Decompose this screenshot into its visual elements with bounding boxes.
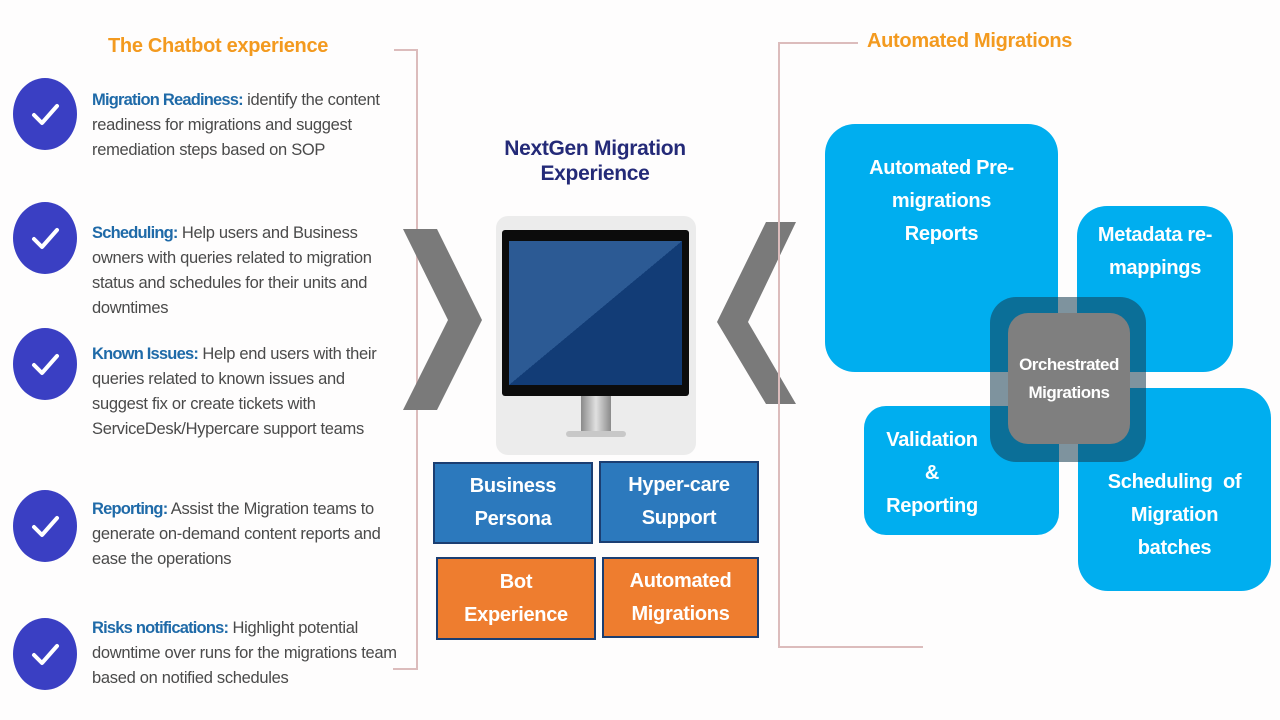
- feature-item-description: Assist the Migration teams to generate o…: [92, 500, 381, 568]
- feature-item-heading: Known Issues:: [92, 345, 199, 363]
- check-circle-icon: [13, 490, 77, 562]
- feature-item-heading: Migration Readiness:: [92, 91, 244, 109]
- check-circle-icon: [13, 202, 77, 274]
- monitor-bezel: [502, 230, 689, 396]
- right-bracket-vertical: [778, 42, 780, 648]
- monitor-stand: [581, 396, 611, 433]
- monitor-screen: [509, 241, 682, 385]
- tile-label-line: &: [924, 462, 940, 484]
- tile-label-line: batches: [1137, 537, 1212, 559]
- feature-item-text: Known Issues: Help end users with their …: [92, 342, 402, 442]
- tile-label-line: Migration: [1130, 504, 1219, 526]
- hub-label-line: Migrations: [1028, 382, 1110, 402]
- feature-item-heading: Scheduling:: [92, 224, 178, 242]
- feature-item-description: Help users and Business owners with quer…: [92, 224, 372, 317]
- tile-metadata-remappings: Metadata re- mappings: [1077, 206, 1233, 372]
- tile-label-line: mappings: [1108, 257, 1202, 279]
- tile-label-line: Scheduling of: [1107, 471, 1242, 493]
- monitor-illustration: [496, 216, 696, 455]
- center-title-line2: Experience: [540, 162, 650, 185]
- feature-item-text: Scheduling: Help users and Business owne…: [92, 221, 402, 321]
- tile-label-line: Support: [641, 507, 717, 529]
- feature-item-text: Migration Readiness: identify the conten…: [92, 88, 402, 163]
- left-bracket-top: [394, 49, 418, 51]
- feature-item-heading: Reporting:: [92, 500, 168, 518]
- tile-label-line: Migrations: [631, 602, 730, 625]
- check-circle-icon: [13, 618, 77, 690]
- chatbot-section-title: The Chatbot experience: [108, 35, 329, 57]
- center-title: NextGen Migration Experience: [470, 136, 720, 186]
- center-title-line1: NextGen Migration: [504, 137, 686, 160]
- chevron-left-icon: [717, 222, 796, 404]
- check-circle-icon: [13, 78, 77, 150]
- tile-label-line: Reporting: [886, 495, 978, 517]
- automated-migrations-title: Automated Migrations: [867, 30, 1073, 52]
- monitor-stand-base: [566, 431, 626, 437]
- tile-label-line: Hyper-care: [628, 474, 730, 496]
- tile-label-line: Metadata re-: [1097, 224, 1213, 246]
- left-bracket-vertical: [416, 49, 418, 670]
- left-bracket-bottom: [393, 668, 418, 670]
- tile-label-line: Validation: [886, 429, 978, 451]
- feature-item-description: identify the content readiness for migra…: [92, 91, 380, 159]
- tile-label-line: Bot: [499, 570, 533, 593]
- tile-label-line: Automated: [629, 569, 732, 592]
- tile-label-line: Business: [469, 475, 557, 497]
- feature-item-heading: Risks notifications:: [92, 619, 229, 637]
- tile-label-line: Reports: [904, 223, 979, 245]
- tile-label-line: Experience: [464, 603, 568, 626]
- check-circle-icon: [13, 328, 77, 400]
- feature-item-text: Reporting: Assist the Migration teams to…: [92, 497, 402, 572]
- tile-label-line: Automated Pre-: [869, 157, 1014, 179]
- right-bracket-top: [778, 42, 858, 44]
- hub-label-line: Orchestrated: [1019, 354, 1119, 374]
- feature-item-description: Highlight potential downtime over runs f…: [92, 619, 397, 687]
- orchestrated-migrations-hub: Orchestrated Migrations: [1008, 313, 1130, 444]
- tile-label-line: Persona: [474, 508, 552, 530]
- chevron-right-icon: [403, 229, 482, 410]
- tile-pre-migration-reports: Automated Pre- migrations Reports: [825, 124, 1058, 372]
- feature-item-text: Risks notifications: Highlight potential…: [92, 616, 402, 691]
- tile-label-line: migrations: [891, 190, 992, 212]
- right-bracket-bottom: [778, 646, 923, 648]
- feature-item-description: Help end users with their queries relate…: [92, 345, 377, 438]
